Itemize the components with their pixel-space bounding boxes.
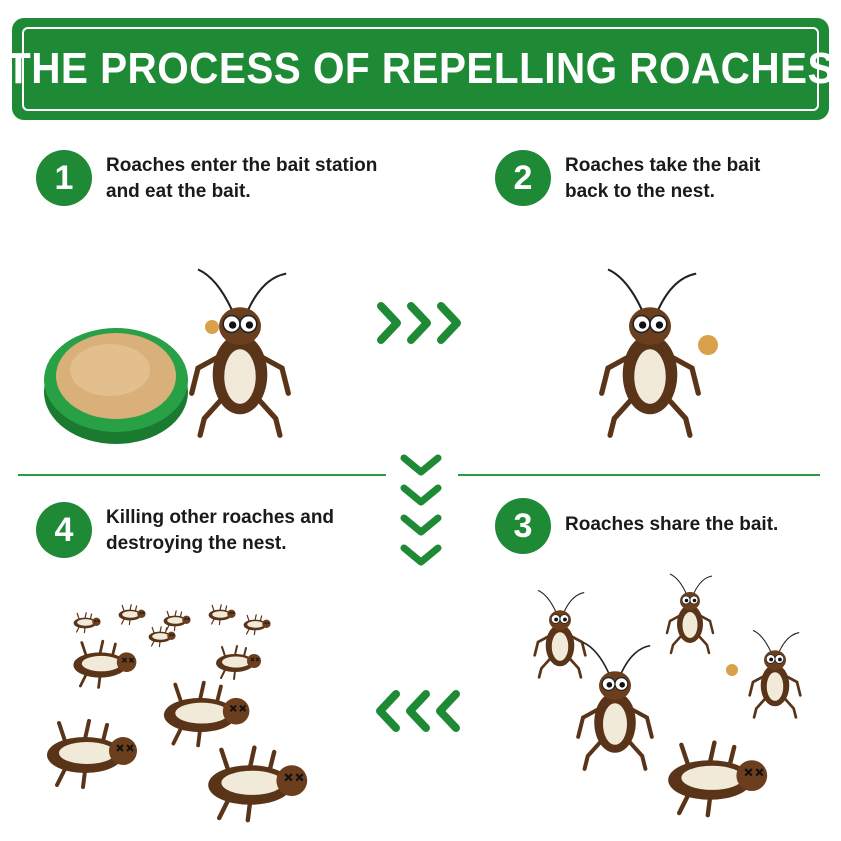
bait-station-icon <box>44 328 188 444</box>
step-1-text: Roaches enter the bait station and eat t… <box>106 155 378 202</box>
step-4-text: Killing other roaches and destroying the… <box>106 507 335 554</box>
chevron-right-icon <box>377 302 461 344</box>
title-banner: THE PROCESS OF REPELLING ROACHES <box>6 18 835 120</box>
step-4: 4 Killing other roaches and destroying t… <box>36 502 356 558</box>
step-3-text: Roaches share the bait. <box>565 514 779 535</box>
divider-right <box>458 474 820 476</box>
title-banner-frame: THE PROCESS OF REPELLING ROACHES <box>6 27 835 111</box>
page-title: THE PROCESS OF REPELLING ROACHES <box>6 44 835 93</box>
roach-icon <box>45 604 360 830</box>
step-2-number: 2 <box>495 150 551 206</box>
step-1: 1 Roaches enter the bait station and eat… <box>36 150 396 206</box>
step-1-number: 1 <box>36 150 92 206</box>
roach-icon <box>533 572 802 830</box>
roach-icon <box>155 235 305 445</box>
step-2: 2 Roaches take the bait back to the nest… <box>495 150 805 206</box>
roach-icon <box>565 235 718 445</box>
chevron-down-icon <box>400 454 442 566</box>
divider-left <box>18 474 386 476</box>
step-3: 3 Roaches share the bait. <box>495 498 805 554</box>
chevron-left-icon <box>376 690 460 732</box>
step-3-number: 3 <box>495 498 551 554</box>
step-4-number: 4 <box>36 502 92 558</box>
step-2-text: Roaches take the bait back to the nest. <box>565 155 761 202</box>
